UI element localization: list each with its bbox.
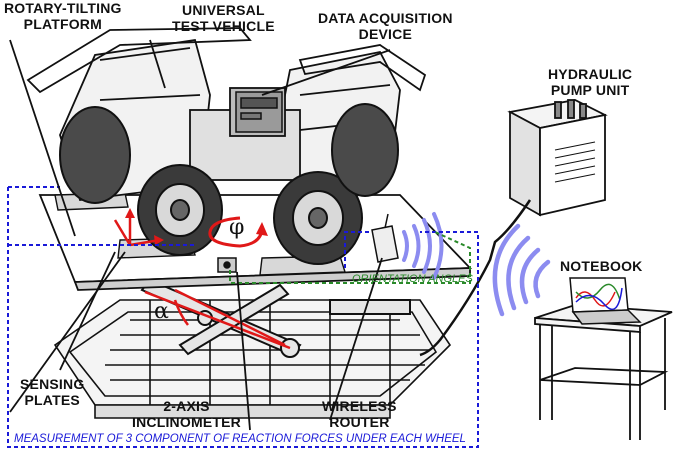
rotation-arrow-phi bbox=[208, 216, 268, 248]
inclinometer-sensor bbox=[217, 257, 237, 273]
leader-lines bbox=[9, 39, 391, 431]
hydraulic-pump-unit bbox=[507, 99, 608, 217]
label-notebook: NOTEBOOK bbox=[560, 258, 643, 274]
label-inclinometer: 2-AXIS INCLINOMETER bbox=[132, 398, 241, 430]
label-rotary-tilting-platform: ROTARY-TILTING PLATFORM bbox=[4, 0, 122, 32]
vehicle-wheels bbox=[59, 103, 399, 265]
label-sensing-plates: SENSING PLATES bbox=[20, 376, 85, 408]
tilt-angle-alpha bbox=[144, 288, 291, 350]
alpha-symbol: α bbox=[154, 299, 169, 324]
label-orientation-angles: ORIENTATION ANGLES bbox=[352, 273, 473, 285]
measurement-frame bbox=[7, 186, 479, 448]
orientation-frame bbox=[229, 231, 471, 284]
wireless-router bbox=[371, 213, 399, 263]
label-data-acquisition-device: DATA ACQUISITION DEVICE bbox=[318, 10, 453, 42]
notebook-desk bbox=[534, 304, 673, 440]
label-hydraulic-pump-unit: HYDRAULIC PUMP UNIT bbox=[548, 66, 633, 98]
wireless-waves-notebook bbox=[492, 223, 551, 317]
phi-symbol: φ bbox=[229, 215, 245, 240]
wireless-waves-router bbox=[402, 212, 444, 280]
hydraulic-hose bbox=[419, 199, 532, 357]
data-acquisition-device bbox=[235, 91, 283, 133]
label-wireless-router: WIRELESS ROUTER bbox=[322, 398, 397, 430]
measurement-caption: MEASUREMENT OF 3 COMPONENT OF REACTION F… bbox=[14, 433, 466, 445]
label-universal-test-vehicle: UNIVERSAL TEST VEHICLE bbox=[172, 2, 275, 34]
notebook-computer bbox=[569, 277, 642, 325]
